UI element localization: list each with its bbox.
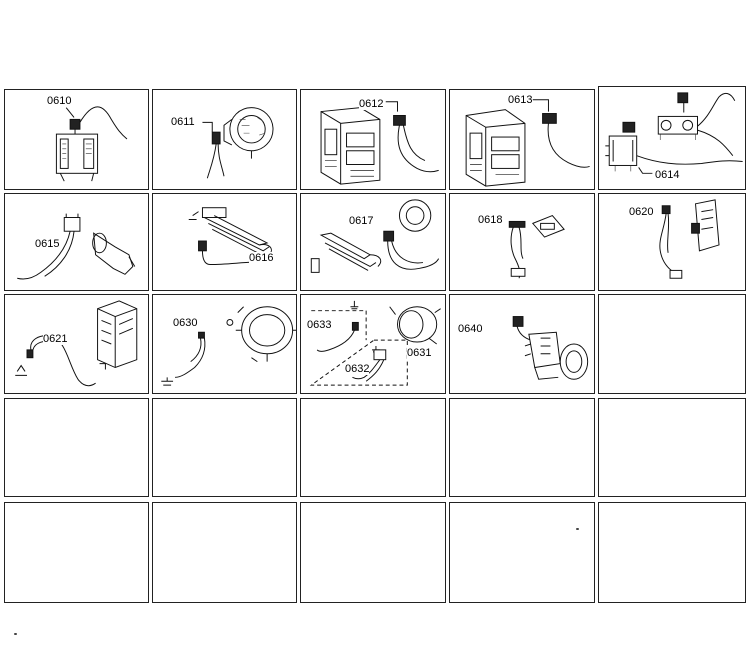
control-module-drawing <box>320 101 439 185</box>
drain-pump-drawing <box>512 316 589 380</box>
cell-empty-r5c4 <box>449 502 595 603</box>
cell-0613: 0613 <box>449 89 595 190</box>
part-label-0618: 0618 <box>478 214 503 226</box>
cell-empty-r3c5 <box>598 294 746 394</box>
cell-0615: 0615 <box>4 193 149 291</box>
control-module-drawing-2 <box>465 99 590 187</box>
ground-wire-drawing <box>15 300 138 387</box>
cell-0616: 0616 <box>152 193 297 291</box>
heating-element-drawing <box>188 207 272 266</box>
cell-empty-r5c5 <box>598 502 746 603</box>
part-label-0616: 0616 <box>249 252 274 264</box>
cell-0631: 0633 0632 0631 <box>300 294 446 394</box>
scan-speck <box>576 528 579 530</box>
cell-0620: 0620 <box>598 193 746 291</box>
motor-harness-drawing <box>309 300 441 386</box>
cell-0618: 0618 <box>449 193 595 291</box>
cell-0621: 0621 <box>4 294 149 394</box>
cell-empty-r4c5 <box>598 398 746 497</box>
part-label-0621: 0621 <box>43 333 68 345</box>
pressure-switch-drawing <box>55 106 128 182</box>
cell-empty-r5c2 <box>152 502 297 603</box>
part-label-0633: 0633 <box>307 319 332 331</box>
cell-empty-r5c3 <box>300 502 446 603</box>
part-label-0631: 0631 <box>407 347 432 359</box>
part-label-0617: 0617 <box>349 215 374 227</box>
cell-empty-r4c3 <box>300 398 446 497</box>
scan-speck <box>14 633 17 635</box>
cell-0610: 0610 <box>4 89 149 190</box>
door-lock-drawing <box>659 199 720 279</box>
ntc-sensor-drawing <box>17 213 136 280</box>
cell-0630: 0630 <box>152 294 297 394</box>
part-label-0632: 0632 <box>345 363 370 375</box>
cell-0617: 0617 <box>300 193 446 291</box>
heater-and-switch-drawing <box>310 199 440 273</box>
part-label-0611: 0611 <box>171 116 195 128</box>
wiring-harness-drawing <box>508 214 565 279</box>
part-label-0615: 0615 <box>35 238 60 250</box>
cell-0611: 0611 <box>152 89 297 190</box>
part-label-0630: 0630 <box>173 317 198 329</box>
cell-0612: 0612 <box>300 89 446 190</box>
cell-empty-r5c1 <box>4 502 149 603</box>
cell-0640: 0640 <box>449 294 595 394</box>
level-switch-drawing <box>202 107 274 179</box>
part-label-0612: 0612 <box>359 98 384 110</box>
part-label-0640: 0640 <box>458 323 483 335</box>
part-label-0610: 0610 <box>47 95 72 107</box>
cell-empty-r4c1 <box>4 398 149 497</box>
part-label-0613: 0613 <box>508 94 533 106</box>
part-label-0614: 0614 <box>655 169 680 181</box>
cell-empty-r4c4 <box>449 398 595 497</box>
cell-empty-r4c2 <box>152 398 297 497</box>
part-label-0620: 0620 <box>629 206 654 218</box>
cell-0614: 0614 <box>598 86 746 190</box>
motor-ground-drawing <box>161 306 296 386</box>
inlet-valve-harness-drawing <box>605 92 743 174</box>
